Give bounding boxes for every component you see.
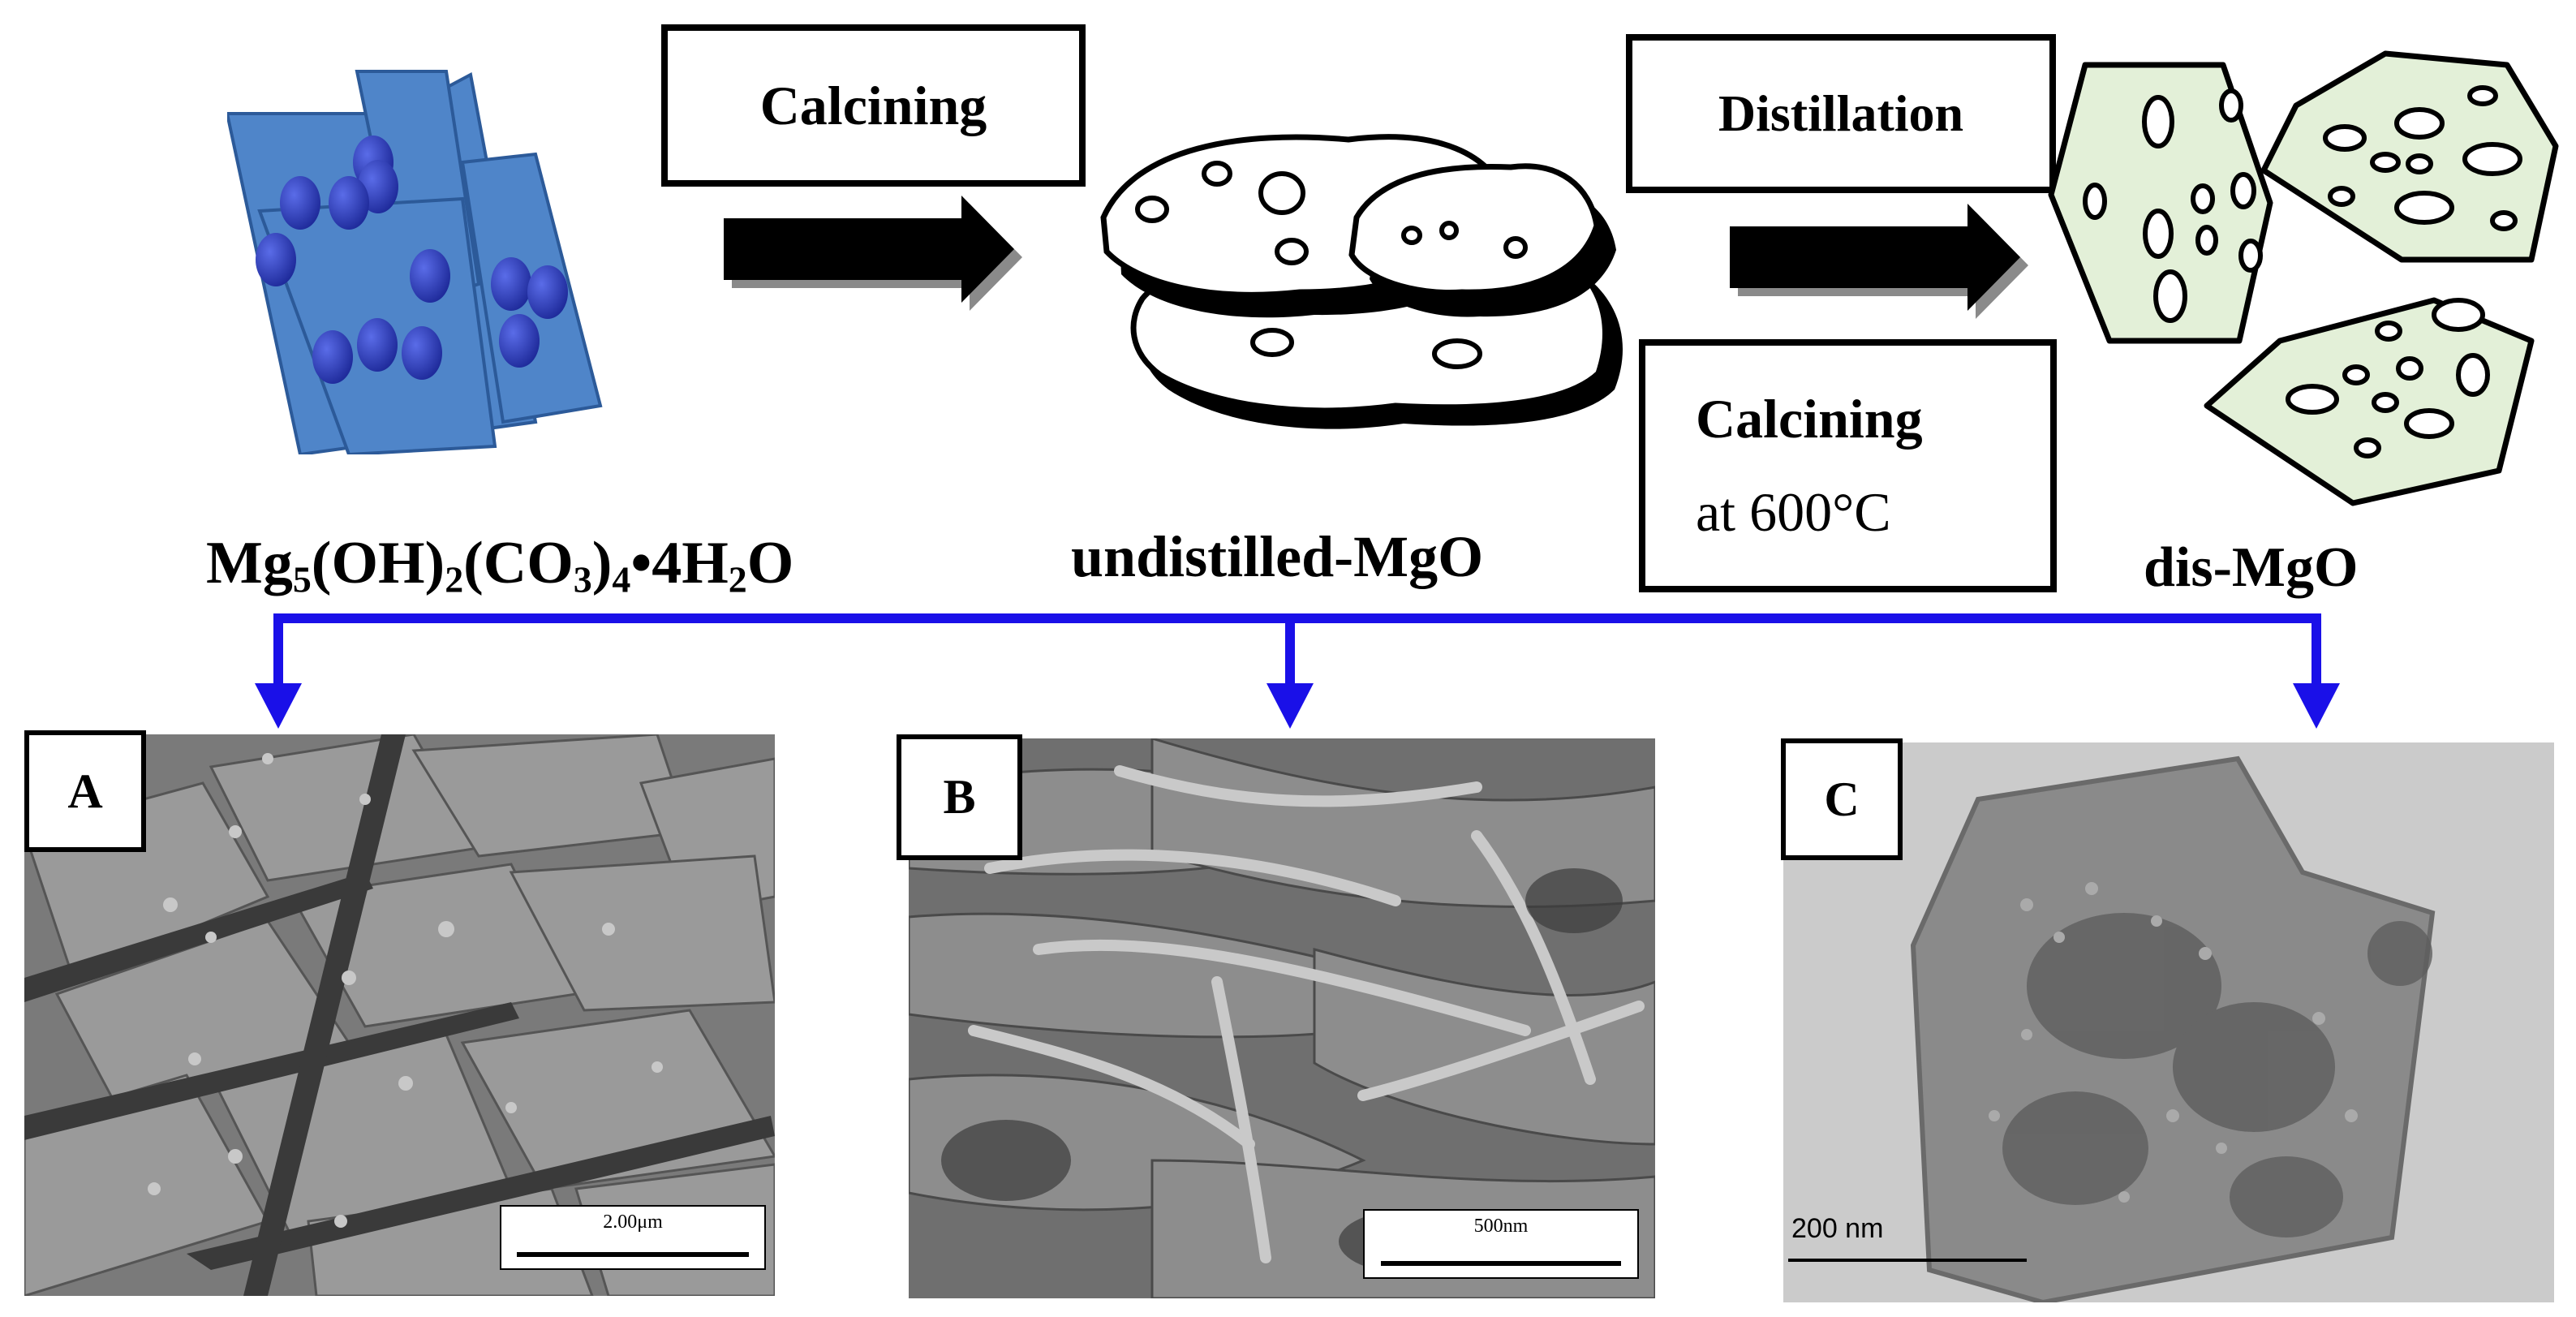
scale-bar-b: 500nm: [1363, 1209, 1639, 1279]
formula-subscript: 4: [612, 558, 631, 600]
tem-image-c: 200 nm: [1783, 742, 2554, 1302]
sem-texture-b: [909, 738, 1655, 1298]
formula-subscript: 2: [445, 558, 464, 600]
formula-part: (CO: [463, 530, 574, 596]
dis-mgo-illustration: [2048, 50, 2559, 506]
distillation-step-box: Distillation: [1626, 34, 2056, 193]
calcining-step-label: Calcining: [759, 74, 987, 136]
calcining-step-box: Calcining: [661, 24, 1086, 187]
undistilled-mgo-label: undistilled-MgO: [1071, 524, 1484, 589]
calcining-600-step-box: Calcining at 600°C: [1639, 339, 2057, 592]
precursor-formula-label: Mg5(OH)2(CO3)4•4H2O: [206, 529, 793, 600]
formula-part: ): [591, 530, 613, 596]
scale-bar-a-label: 2.00μm: [603, 1212, 663, 1233]
scale-bar-a: 2.00μm: [500, 1205, 766, 1270]
formula-part: (OH): [311, 530, 445, 596]
distillation-step-label: Distillation: [1718, 84, 1964, 142]
tem-texture-c: [1783, 742, 2554, 1302]
scale-bar-c-label: 200 nm: [1791, 1213, 1884, 1244]
dis-mgo-label: dis-MgO: [2144, 536, 2359, 599]
calcining-600-line2: at 600°C: [1696, 481, 1891, 543]
arrow-right-icon: [724, 196, 1022, 311]
formula-part: Mg: [206, 530, 293, 596]
arrow-right-icon: [1730, 204, 2028, 319]
panel-tag-b: B: [897, 734, 1022, 860]
panel-tag-c: C: [1781, 738, 1903, 860]
undistilled-mgo-illustration: [1100, 134, 1623, 429]
panel-tag-a: A: [24, 730, 146, 852]
precursor-illustration: [227, 70, 603, 454]
formula-subscript: 2: [728, 558, 747, 600]
formula-part: O: [746, 530, 794, 596]
scale-bar-a-line: [517, 1252, 749, 1257]
scale-bar-b-line: [1381, 1261, 1621, 1266]
formula-part: •4H: [630, 530, 729, 596]
sem-image-b: 500nm: [909, 738, 1655, 1298]
scale-bar-b-label: 500nm: [1473, 1216, 1529, 1237]
sem-image-a: 2.00μm: [24, 734, 775, 1296]
formula-subscript: 3: [573, 558, 592, 600]
formula-subscript: 5: [292, 558, 312, 600]
calcining-600-line1: Calcining: [1696, 388, 1923, 450]
